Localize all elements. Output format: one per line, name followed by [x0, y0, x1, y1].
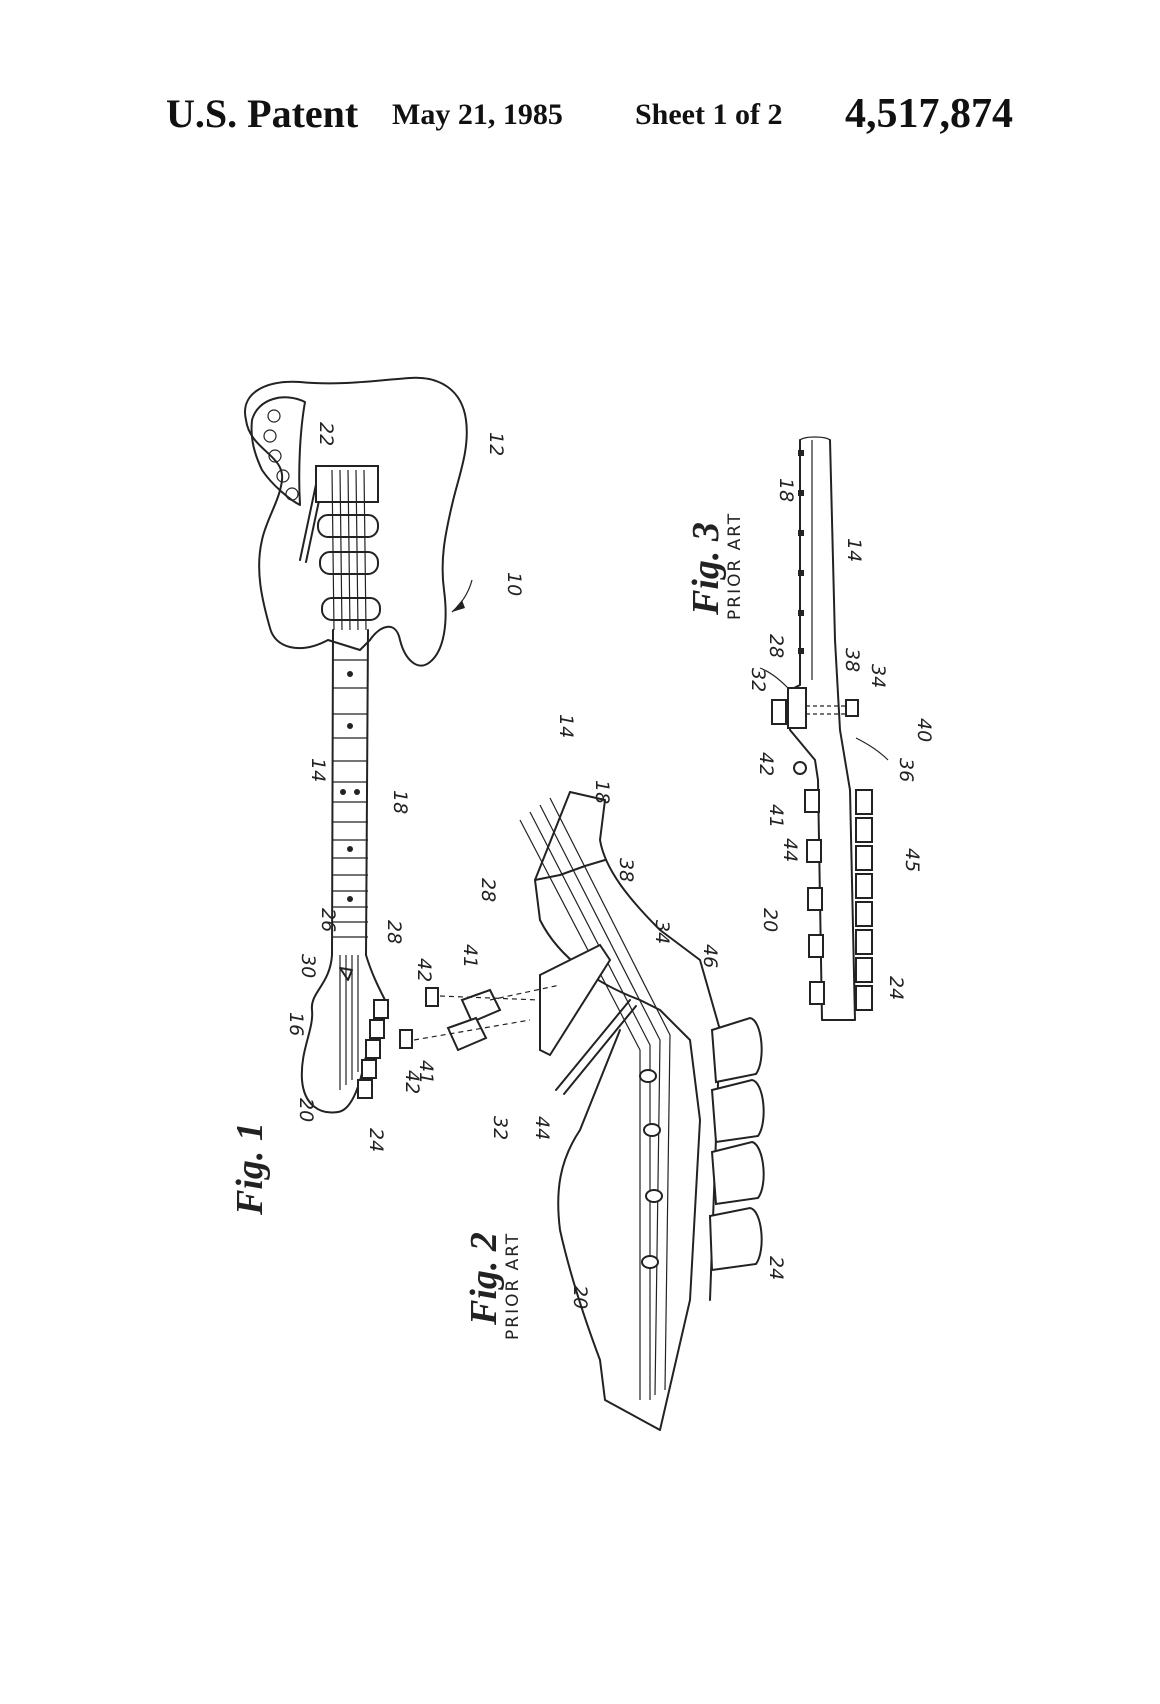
svg-text:34: 34	[867, 664, 889, 688]
fig3-tuning-keys	[856, 790, 872, 1010]
svg-text:20: 20	[569, 1285, 591, 1309]
svg-text:42: 42	[401, 1070, 423, 1094]
fig2-headstock: 14 18 20 24 28 32 34 38 41 41 42 42 44 4…	[400, 714, 787, 1430]
svg-text:22: 22	[315, 422, 337, 446]
fig2-caption: PRIOR ART	[503, 1232, 523, 1340]
svg-text:44: 44	[531, 1116, 553, 1140]
svg-text:10: 10	[503, 572, 525, 596]
svg-text:12: 12	[485, 432, 507, 456]
svg-text:30: 30	[297, 954, 319, 978]
svg-text:18: 18	[389, 790, 411, 814]
svg-text:24: 24	[885, 976, 907, 1000]
svg-text:45: 45	[901, 848, 923, 872]
frets	[333, 660, 368, 937]
pickup-bridge	[318, 515, 378, 537]
svg-text:28: 28	[383, 920, 405, 944]
tuning-keys	[358, 1000, 388, 1098]
svg-text:41: 41	[765, 804, 787, 828]
svg-text:20: 20	[759, 908, 781, 932]
svg-text:32: 32	[489, 1116, 511, 1140]
fig2-neck	[535, 792, 700, 1430]
fig1-guitar: 10 12 14 16 18 20 22 24 26 28 30 Fig. 1	[229, 378, 525, 1216]
pickup-neck	[322, 598, 380, 620]
svg-text:38: 38	[615, 858, 637, 882]
svg-text:18: 18	[591, 780, 613, 804]
bridge	[316, 466, 378, 502]
svg-text:42: 42	[755, 752, 777, 776]
svg-text:28: 28	[477, 878, 499, 902]
svg-text:34: 34	[651, 920, 673, 944]
fig3-label: Fig. 3	[685, 522, 727, 616]
svg-text:40: 40	[913, 718, 935, 742]
svg-text:36: 36	[895, 758, 917, 782]
fig3-neck-profile	[790, 440, 855, 1020]
svg-text:46: 46	[699, 944, 721, 968]
fig3-caption: PRIOR ART	[725, 512, 745, 620]
svg-text:38: 38	[841, 648, 863, 672]
svg-text:24: 24	[365, 1128, 387, 1152]
svg-text:20: 20	[295, 1098, 317, 1122]
svg-text:41: 41	[459, 944, 481, 968]
fig3-nut	[788, 688, 806, 728]
svg-text:42: 42	[413, 958, 435, 982]
fig3-side-view: 14 18 20 24 28 32 34 36 38 40 41 42 44 4…	[685, 437, 935, 1020]
svg-text:44: 44	[779, 838, 801, 862]
svg-text:32: 32	[747, 668, 769, 692]
fig2-tuning-keys	[710, 1018, 764, 1270]
fig2-label: Fig. 2	[463, 1232, 505, 1326]
svg-text:18: 18	[775, 478, 797, 502]
svg-text:16: 16	[285, 1012, 307, 1036]
svg-text:14: 14	[307, 758, 329, 782]
fig3-clamp	[772, 700, 786, 724]
svg-text:14: 14	[843, 538, 865, 562]
svg-text:24: 24	[765, 1256, 787, 1280]
svg-text:14: 14	[555, 714, 577, 738]
fig2-strings	[520, 798, 670, 1400]
guitar-neck	[332, 630, 368, 955]
fig1-label: Fig. 1	[229, 1122, 271, 1216]
svg-text:26: 26	[317, 908, 339, 932]
svg-text:28: 28	[765, 634, 787, 658]
